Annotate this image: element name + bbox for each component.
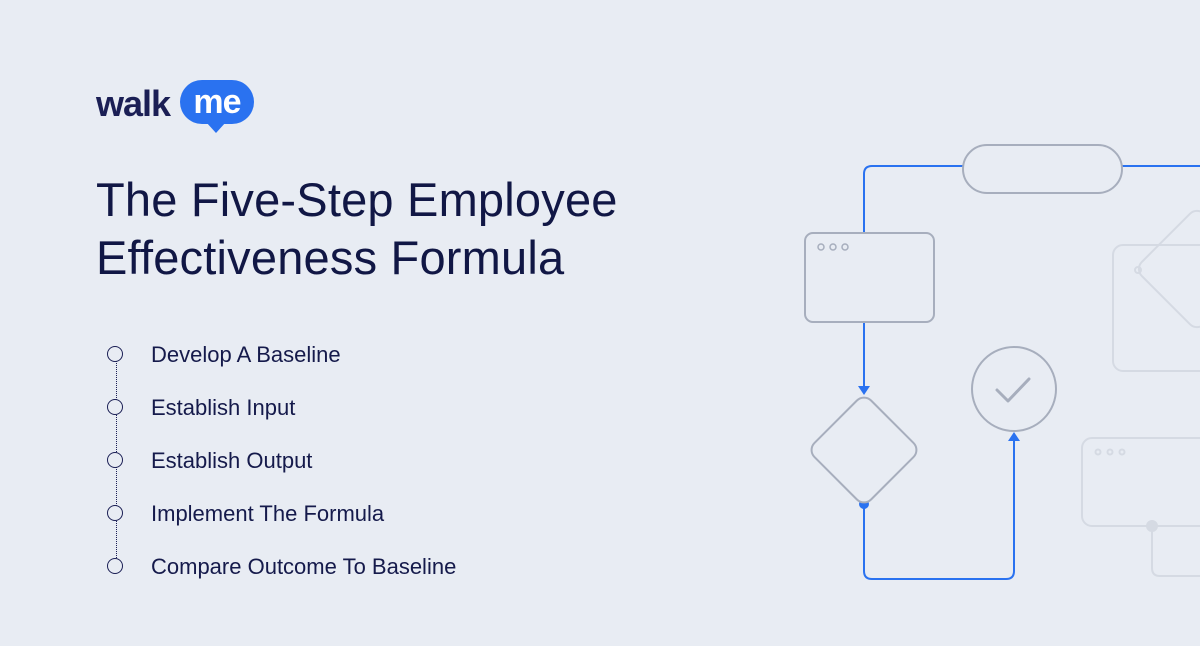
speech-bubble-icon: me [180, 80, 254, 133]
arrow-down-icon [858, 386, 870, 395]
step-label: Establish Output [151, 448, 313, 473]
flow-connector-lines [863, 165, 1200, 580]
flowchart-svg [804, 144, 1200, 580]
flowchart-illustration [760, 130, 1200, 600]
logo-word-me: me [193, 83, 241, 121]
page-title: The Five-Step Employee Effectiveness For… [96, 171, 776, 287]
arrow-up-icon [1008, 432, 1020, 441]
faded-window-icon-top [1112, 244, 1200, 372]
title-line-2: Effectiveness Formula [96, 231, 565, 284]
step-item-1: Develop A Baseline [106, 338, 576, 372]
faded-window-icon-bottom [1081, 437, 1200, 577]
logo-word-walk: walk [96, 83, 171, 124]
faded-diamond-icon [1137, 209, 1200, 329]
step-item-3: Establish Output [106, 444, 576, 478]
title-line-1: The Five-Step Employee [96, 173, 618, 226]
walkme-logo: walk me [96, 78, 266, 136]
decision-diamond-icon [810, 396, 918, 504]
checkmark-circle-icon [971, 346, 1057, 432]
circle-marker-icon [107, 399, 123, 415]
circle-marker-icon [107, 346, 123, 362]
step-label: Compare Outcome To Baseline [151, 554, 457, 579]
circle-marker-icon [107, 558, 123, 574]
window-icon [804, 232, 935, 323]
circle-marker-icon [107, 452, 123, 468]
step-label: Develop A Baseline [151, 342, 341, 367]
step-item-5: Compare Outcome To Baseline [106, 550, 576, 584]
step-label: Implement The Formula [151, 501, 385, 526]
step-item-4: Implement The Formula [106, 497, 576, 531]
step-label: Establish Input [151, 395, 296, 420]
steps-list: Develop A Baseline Establish Input Estab… [106, 338, 586, 588]
terminal-pill-icon [962, 144, 1123, 194]
circle-marker-icon [107, 505, 123, 521]
step-item-2: Establish Input [106, 391, 576, 425]
